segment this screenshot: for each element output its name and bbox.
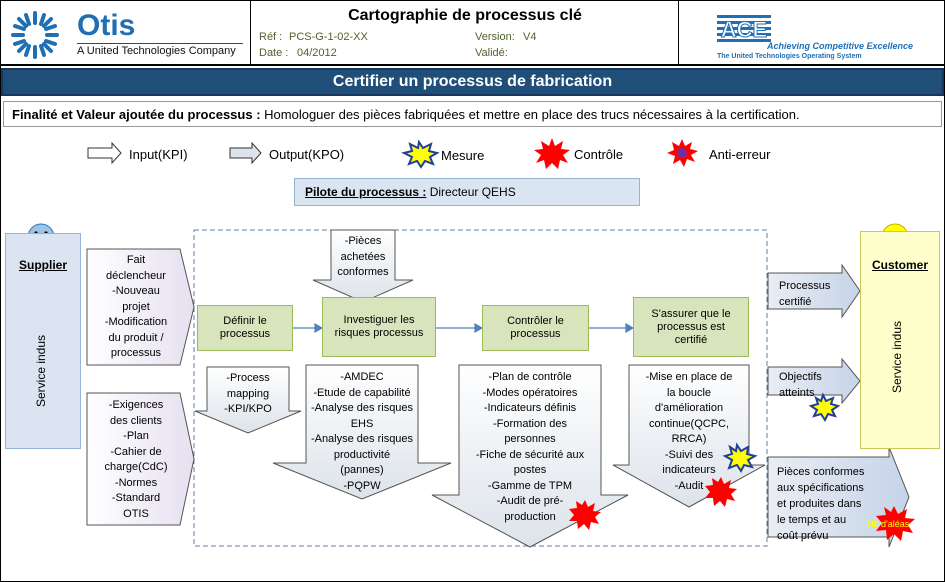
resource-r3-text: -Plan de contrôle-Modes opératoires-Indi… (475, 371, 585, 523)
supplier-department: Service indus (34, 334, 49, 408)
process-title: Certifier un processus de fabrication (1, 68, 944, 96)
process-boundary (193, 229, 768, 547)
doc-title: Cartographie de processus clé (348, 7, 582, 24)
legend-input-arrow-icon (87, 141, 122, 165)
input-trigger-arrow (86, 248, 195, 366)
supplier-title: Supplier (18, 258, 67, 272)
step-certifier: S'assurer que le processus est certifié (633, 297, 749, 357)
resource-r2-arrow (272, 364, 452, 500)
doc-info-cell: Cartographie de processus clé Réf : PCS-… (251, 1, 679, 66)
step-controler: Contrôler le processus (482, 305, 589, 351)
legend-anti-erreur-label: Anti-erreur (709, 147, 771, 162)
date-label: Date : (259, 47, 289, 59)
company-subtitle: A United Technologies Company (77, 45, 236, 57)
legend-controle-star-icon (534, 138, 570, 169)
input-purchased-arrow (312, 229, 414, 303)
output-o2-arrow (767, 357, 861, 405)
anti-erreur-core-icon (677, 148, 687, 158)
finalite-row: Finalité et Valeur ajoutée du processus … (3, 101, 942, 127)
legend-output-arrow-icon (229, 141, 262, 165)
pilote-box: Pilote du processus : Directeur QEHS (294, 178, 640, 206)
pilote-value: Directeur QEHS (429, 184, 516, 199)
ref-label: Réf : (259, 31, 283, 43)
customer-box: Customer Service indus (860, 231, 940, 449)
controle-star-audit-icon (705, 477, 737, 507)
date-value: 04/2012 (297, 47, 337, 59)
otis-sunburst-icon (11, 11, 59, 59)
step-investiguer: Investiguer les risques processus (322, 297, 436, 357)
finalite-label: Finalité et Valeur ajoutée du processus … (12, 107, 261, 122)
company-name: Otis (77, 9, 136, 42)
ace-logo-cell: ACE Achieving Competitive Excellence The… (679, 1, 944, 66)
output-o1-arrow (767, 263, 861, 319)
pilote-label: Pilote du processus : (305, 184, 427, 199)
mesure-star-objectifs-icon (808, 392, 841, 422)
ace-logo-icon: ACE (717, 15, 771, 43)
logo-divider (77, 43, 243, 44)
legend-input-label: Input(KPI) (129, 147, 188, 162)
legend-mesure-label: Mesure (441, 148, 485, 163)
svg-text:ACE: ACE (721, 17, 767, 42)
aleas-badge: Nb d'aléas (867, 519, 910, 529)
finalite-text: Homologuer des pièces fabriquées et mett… (264, 107, 800, 122)
otis-logo-cell: Otis A United Technologies Company (1, 1, 251, 66)
legend-output-label: Output(KPO) (269, 147, 345, 162)
legend-controle-label: Contrôle (574, 147, 624, 162)
resource-r1-arrow (194, 366, 302, 434)
ace-tagline: Achieving Competitive Excellence (767, 41, 914, 51)
ref-value: PCS-G-1-02-XX (289, 31, 368, 43)
mesure-star-suivi-icon (722, 442, 758, 473)
ace-subline: The United Technologies Operating System (717, 53, 862, 60)
input-requirements-arrow (86, 392, 195, 526)
step-definir: Définir le processus (197, 305, 293, 351)
resource-r2-text: -AMDEC-Etude de capabilité-Analyse des r… (310, 371, 414, 492)
customer-title: Customer (871, 258, 928, 272)
version-value: V4 (523, 31, 537, 43)
valide-label: Validé: (475, 47, 508, 59)
supplier-box: Supplier Service indus (5, 233, 81, 449)
customer-department: Service indus (890, 320, 905, 394)
legend-mesure-star-icon (401, 139, 440, 169)
controle-star-preprod-icon (569, 500, 601, 530)
controle-star-aleas-icon (876, 506, 915, 541)
version-label: Version: (475, 31, 515, 43)
